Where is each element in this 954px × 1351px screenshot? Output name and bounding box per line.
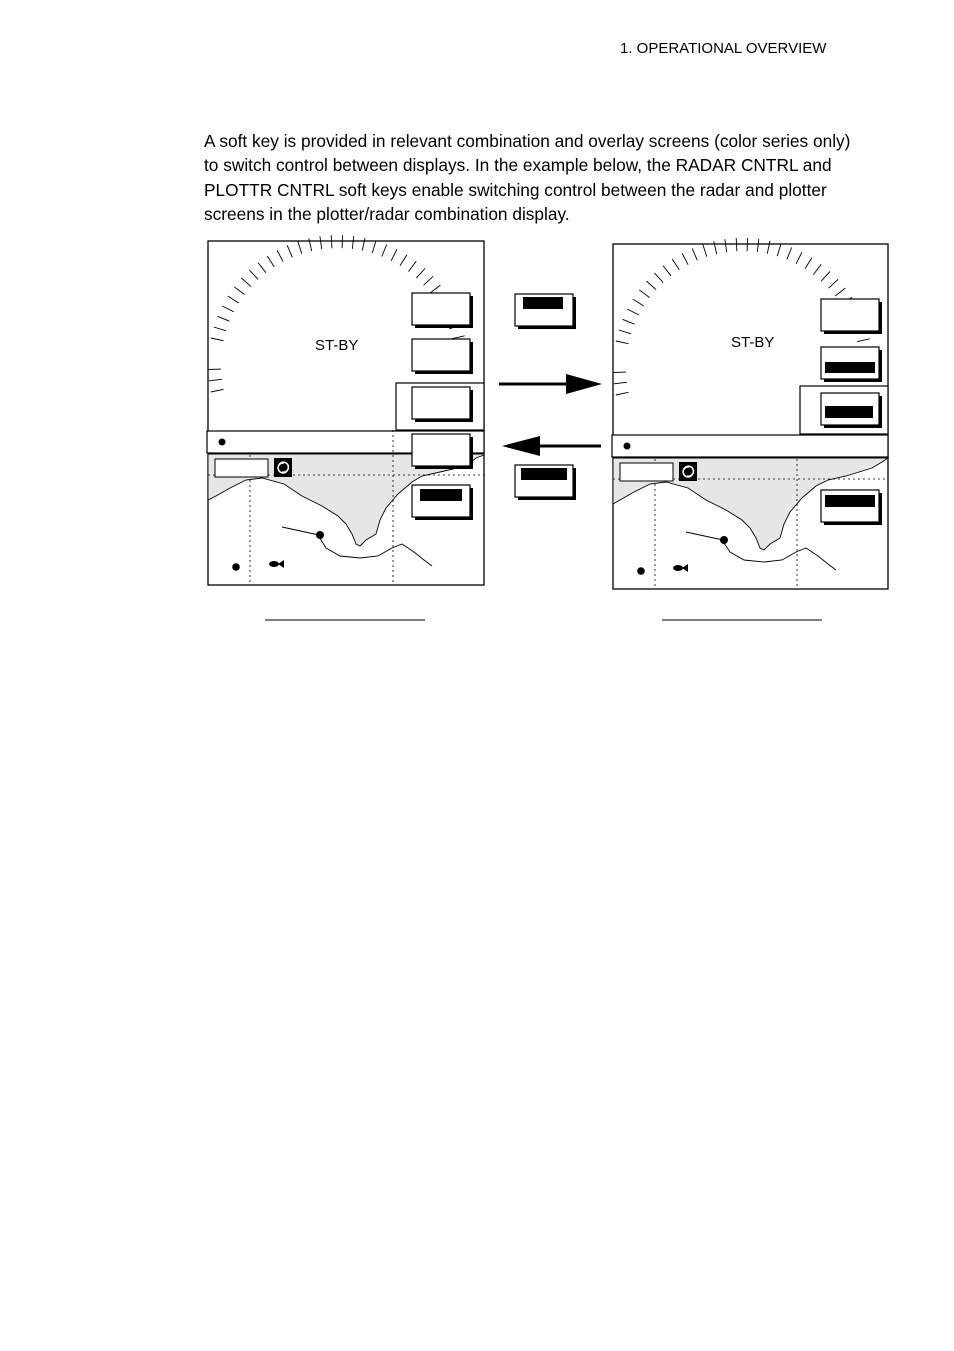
left-soft-key-2[interactable]	[411, 338, 473, 374]
radar-tick	[330, 235, 333, 249]
left-soft-key-4[interactable]	[411, 433, 473, 469]
radar-tick	[618, 329, 632, 335]
right-soft-key-2[interactable]	[820, 346, 882, 382]
right-radar-cntrl-soft-key[interactable]	[820, 489, 882, 525]
radar-tick	[429, 284, 441, 294]
left-fish-icon	[269, 560, 284, 568]
radar-tick	[632, 298, 645, 307]
left-soft-key-1[interactable]	[411, 292, 473, 328]
radar-tick	[626, 308, 640, 316]
radar-tick	[702, 244, 708, 257]
right-buoy-icon	[679, 462, 697, 481]
radar-tick	[451, 335, 465, 340]
radar-tick	[613, 381, 627, 385]
radar-tick	[735, 238, 738, 252]
radar-tick	[297, 241, 303, 254]
right-fish-icon	[673, 564, 688, 572]
radar-tick	[221, 305, 235, 313]
intro-paragraph: A soft key is provided in relevant combi…	[204, 131, 851, 224]
radar-tick	[813, 263, 822, 275]
radar-tick	[227, 295, 240, 304]
center-plottr-cntrl-key[interactable]	[514, 464, 576, 500]
radar-tick	[638, 289, 650, 298]
radar-tick	[713, 241, 718, 255]
radar-tick	[653, 272, 664, 283]
radar-tick	[286, 245, 293, 258]
radar-tick	[423, 275, 434, 286]
radar-tick	[766, 240, 771, 254]
radar-tick	[834, 287, 846, 297]
right-status-text: ST-BY	[731, 334, 774, 351]
radar-tick	[856, 338, 870, 343]
radar-tick	[795, 251, 803, 265]
radar-tick	[210, 388, 224, 393]
radar-tick	[408, 260, 417, 272]
left-screen: ST-BY	[206, 235, 485, 586]
radar-tick	[776, 243, 782, 257]
radar-tick	[671, 258, 680, 271]
radar-tick	[820, 271, 831, 282]
radar-tick	[351, 235, 355, 249]
radar-tick	[415, 268, 426, 279]
arrow-right	[499, 374, 602, 394]
page-header-section-title: 1. OPERATIONAL OVERVIEW	[620, 40, 827, 57]
radar-tick	[724, 239, 728, 253]
right-soft-key-3[interactable]	[820, 392, 882, 428]
radar-tick	[681, 252, 689, 265]
radar-tick	[248, 269, 259, 280]
left-plottr-cntrl-soft-key[interactable]	[411, 484, 473, 520]
radar-tick	[691, 248, 698, 261]
radar-tick	[615, 340, 629, 345]
radar-tick	[276, 249, 284, 262]
radar-tick	[308, 238, 313, 252]
radar-tick	[233, 286, 245, 295]
combination-display-figure: ST-BY	[206, 235, 890, 621]
radar-tick	[266, 255, 275, 268]
left-status-text: ST-BY	[315, 337, 358, 354]
center-radar-cntrl-key[interactable]	[514, 293, 576, 329]
radar-tick	[241, 277, 252, 288]
radar-tick	[213, 326, 227, 332]
radar-tick	[646, 280, 657, 291]
left-soft-key-3[interactable]	[411, 386, 473, 422]
radar-tick	[371, 240, 377, 254]
radar-tick	[257, 262, 267, 274]
radar-tick	[208, 378, 222, 382]
radar-tick	[786, 247, 793, 260]
radar-tick	[662, 265, 672, 277]
arrow-left	[502, 436, 601, 456]
radar-tick	[615, 391, 629, 396]
radar-tick	[399, 254, 408, 267]
right-soft-key-1[interactable]	[820, 298, 882, 334]
right-screen: ST-BY	[611, 238, 890, 590]
radar-tick	[828, 278, 839, 289]
radar-tick	[210, 337, 224, 342]
left-buoy-icon	[274, 458, 292, 477]
radar-tick	[217, 315, 230, 322]
radar-tick	[804, 257, 813, 270]
radar-tick	[390, 248, 398, 262]
radar-tick	[756, 238, 760, 252]
radar-tick	[361, 237, 366, 251]
radar-tick	[381, 244, 388, 257]
radar-tick	[622, 318, 635, 325]
radar-tick	[319, 236, 323, 250]
